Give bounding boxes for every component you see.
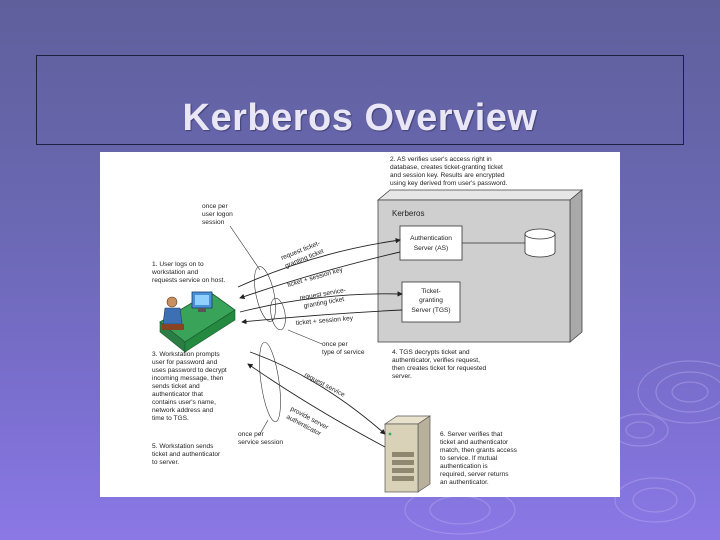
svg-text:4. TGS decrypts ticket and: 4. TGS decrypts ticket and xyxy=(392,349,470,356)
arrow-provide-authenticator xyxy=(247,363,386,448)
tgs-box xyxy=(401,281,461,323)
tgs-label-line-3: Server (TGS) xyxy=(411,307,450,314)
arrow-request-tgt xyxy=(237,237,401,288)
svg-text:service session: service session xyxy=(238,439,283,446)
arrow-ticket-session-key-1 xyxy=(239,251,401,300)
diagram-svg: Kerberos Authentication Server (AS) Tick… xyxy=(151,156,584,493)
note-as-verifies: 2. AS verifies user's access right in da… xyxy=(390,156,508,187)
svg-text:ticket and authenticator: ticket and authenticator xyxy=(440,439,509,446)
as-label-line-1: Authentication xyxy=(410,235,452,242)
label-ticket-session-key-2: ticket + session key xyxy=(296,315,354,327)
arrow-request-sgt xyxy=(239,291,403,313)
svg-text:3. Workstation prompts: 3. Workstation prompts xyxy=(152,351,220,358)
svg-text:user logon: user logon xyxy=(202,211,233,218)
kerberos-diagram: Kerberos Authentication Server (AS) Tick… xyxy=(100,152,620,497)
service-type-loop xyxy=(270,297,286,331)
svg-text:time to TGS.: time to TGS. xyxy=(152,415,189,422)
svg-text:once per: once per xyxy=(322,341,348,348)
svg-text:network address and: network address and xyxy=(152,407,214,414)
slide-title: Kerberos Overview xyxy=(182,97,538,139)
svg-text:to service. If mutual: to service. If mutual xyxy=(440,455,498,462)
svg-text:sends ticket and: sends ticket and xyxy=(152,383,200,390)
note-once-per-service-session: once per service session xyxy=(238,431,283,446)
svg-text:incoming message, then: incoming message, then xyxy=(152,375,224,382)
svg-text:then creates ticket for reques: then creates ticket for requested xyxy=(392,365,487,372)
svg-text:session: session xyxy=(202,219,225,226)
label-provide-authenticator: provide server authenticator xyxy=(285,406,330,438)
arrow-ticket-session-key-2 xyxy=(241,309,403,325)
label-request-service: request service xyxy=(303,372,346,399)
as-label-line-2: Server (AS) xyxy=(414,245,448,252)
svg-text:required, server returns: required, server returns xyxy=(440,471,509,478)
label-request-sgt: request service- granting ticket xyxy=(299,287,346,310)
svg-text:contains user's name,: contains user's name, xyxy=(152,399,216,406)
svg-text:1. User logs on to: 1. User logs on to xyxy=(152,261,204,268)
svg-text:and session key. Results are e: and session key. Results are encrypted xyxy=(390,172,505,179)
svg-text:authenticator, verifies reques: authenticator, verifies request, xyxy=(392,357,480,364)
service-session-loop xyxy=(259,342,281,422)
service-session-leader-line xyxy=(259,419,269,435)
svg-text:using key derived from user's: using key derived from user's password. xyxy=(390,180,508,187)
tgs-label-line-1: Ticket- xyxy=(421,288,441,295)
arrow-request-service xyxy=(249,351,386,435)
note-once-per-service-type: once per type of service xyxy=(322,341,365,356)
kerberos-label: Kerberos xyxy=(392,209,424,218)
svg-text:authenticator that: authenticator that xyxy=(152,391,203,398)
svg-text:server.: server. xyxy=(392,373,412,380)
as-box xyxy=(399,225,463,261)
logon-leader-line xyxy=(229,225,261,271)
note-user-logs-on: 1. User logs on to workstation and reque… xyxy=(151,261,225,284)
svg-text:once per: once per xyxy=(202,203,228,210)
server-icon xyxy=(383,415,432,493)
svg-text:match, then grants access: match, then grants access xyxy=(440,447,518,454)
svg-text:ticket and authenticator: ticket and authenticator xyxy=(152,451,221,458)
database-icon xyxy=(524,228,556,258)
svg-text:5. Workstation sends: 5. Workstation sends xyxy=(152,443,214,450)
svg-text:authentication is: authentication is xyxy=(440,463,488,470)
svg-text:2. AS verifies user's access r: 2. AS verifies user's access right in xyxy=(390,156,492,163)
note-once-per-logon: once per user logon session xyxy=(202,203,233,226)
svg-text:workstation and: workstation and xyxy=(151,269,199,276)
svg-text:database, creates ticket-grant: database, creates ticket-granting ticket xyxy=(390,164,503,171)
note-workstation-prompts: 3. Workstation prompts user for password… xyxy=(152,351,227,422)
logon-session-loop xyxy=(254,266,276,322)
svg-text:an authenticator.: an authenticator. xyxy=(440,479,489,486)
svg-text:once per: once per xyxy=(238,431,264,438)
workstation-icon xyxy=(159,291,236,353)
svg-text:type of service: type of service xyxy=(322,349,365,356)
note-workstation-sends: 5. Workstation sends ticket and authenti… xyxy=(152,443,221,466)
label-ticket-session-key-1: ticket + session key xyxy=(287,266,345,289)
svg-text:to server.: to server. xyxy=(152,459,179,466)
svg-text:6. Server verifies that: 6. Server verifies that xyxy=(440,431,502,438)
svg-text:uses password to decrypt: uses password to decrypt xyxy=(152,367,227,374)
note-tgs-decrypts: 4. TGS decrypts ticket and authenticator… xyxy=(392,349,487,380)
tgs-label-line-2: granting xyxy=(419,297,443,304)
label-request-tgt: request ticket- granting ticket xyxy=(280,240,325,270)
note-server-verifies: 6. Server verifies that ticket and authe… xyxy=(440,431,518,486)
service-type-leader-line xyxy=(287,329,323,345)
title-frame xyxy=(36,55,684,145)
svg-text:requests service on host.: requests service on host. xyxy=(152,277,225,284)
svg-text:user for password and: user for password and xyxy=(152,359,218,366)
